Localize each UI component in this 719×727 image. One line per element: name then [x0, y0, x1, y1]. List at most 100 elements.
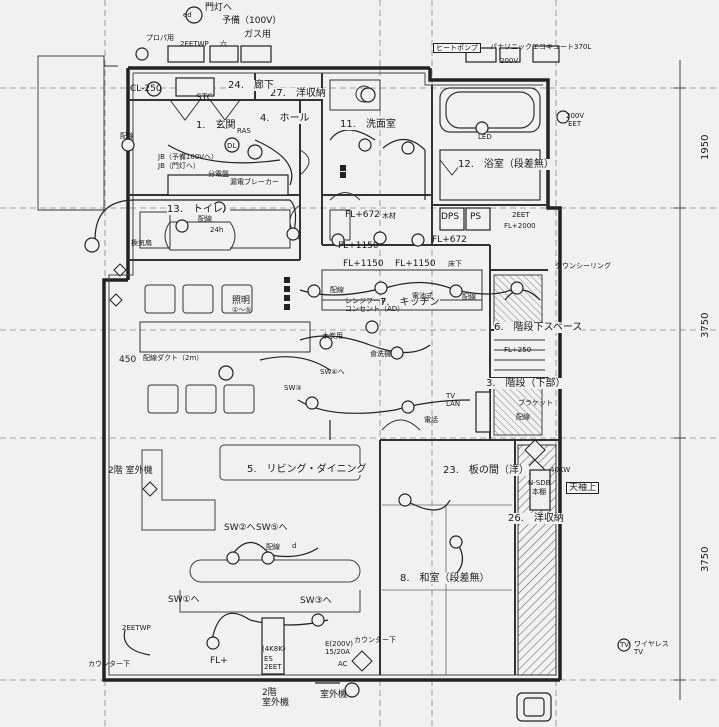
label-mokuzai: 木材 [382, 212, 396, 220]
label-d: d [292, 542, 297, 550]
label-haisen-1: 配線 [120, 132, 134, 140]
label-eet: EET [568, 120, 582, 128]
label-underfloor: 床下 [448, 260, 462, 268]
label-pendant: 配線ダクト（2m） [143, 354, 204, 362]
label-range-hood: レンジフード [345, 297, 387, 305]
label-fl-plus: FL+ [210, 656, 228, 666]
exterior-walls [102, 66, 562, 682]
dimension-line [674, 60, 686, 700]
label-fl1150-a: FL+1150 [338, 241, 379, 251]
label-living-haisen: 配線 [266, 543, 280, 551]
label-fl250: FL+250 [504, 346, 532, 354]
label-outdoor-bottom-2: 室外機 [320, 690, 348, 700]
label-tv: TV [446, 392, 456, 400]
label-fl672-b: FL+672 [432, 235, 467, 245]
label-2eet-living: 2EET [264, 663, 282, 671]
label-stc: STC [196, 93, 213, 103]
label-jb-spare: JB（予備100Vへ） [158, 153, 219, 161]
label-tel: 電話 [424, 416, 438, 424]
label-spare-100v: 予備（100V） [222, 16, 282, 26]
label-heat-pump: ヒートポンプ [433, 43, 481, 53]
label-six: 六 [220, 40, 227, 48]
label-fl2000: FL+2000 [504, 222, 536, 230]
label-ventilation: 換気扇 [131, 239, 152, 247]
label-ed: ed [183, 11, 192, 19]
room-corridor: 24. 廊下 [228, 80, 274, 91]
room-hall: 4. ホール [260, 113, 310, 124]
label-es: ES [264, 655, 273, 663]
label-ps: PS [470, 212, 482, 222]
room-living-dining: 5. リビング・ダイニング [247, 464, 367, 475]
label-24h: 24h [210, 226, 224, 234]
room-bathroom: 12. 浴室（段差無） [458, 159, 554, 170]
label-stairs-haisen: 配線 [516, 413, 530, 421]
label-sw4: SW④へ [320, 368, 345, 376]
label-bookshelf: 本棚 [532, 488, 546, 496]
label-40kw: 40KW [550, 466, 571, 474]
label-e200v: E(200V) [325, 640, 354, 648]
label-tv-icon: TV [620, 641, 630, 649]
label-outdoor-bottom: 2階 室外機 [262, 688, 290, 708]
label-ras: RAS [237, 127, 251, 135]
label-sw3: SW③ [284, 384, 302, 392]
label-counter-below: カウンター下 [88, 660, 130, 668]
label-tenjo: 天袖上 [566, 482, 600, 494]
label-kitchen-haisen2: 配線 [330, 286, 344, 294]
label-sw1: SW①へ [168, 595, 200, 605]
wiring [94, 129, 541, 656]
label-counter-below-2: カウンター下 [354, 636, 396, 644]
label-dl-1: DL [227, 142, 237, 150]
label-lighting-sub: ①〜⑤ [232, 306, 252, 314]
label-range-outlet: コンセント（AD） [345, 305, 405, 313]
label-fl1150-b: FL+1150 [343, 259, 384, 269]
dimension-3750-b: 3750 [700, 546, 711, 572]
room-kitchen: 7. キッチン [380, 297, 440, 308]
room-stairs: 3. 階段（下部） [486, 378, 566, 389]
label-outdoor-unit-2f: 2階 室外機 [108, 466, 153, 476]
label-ac: AC [338, 660, 348, 668]
label-cl-250: CL-250 [130, 84, 162, 94]
label-battery: 電池式 [412, 292, 433, 300]
label-wireless-tv: ワイヤレス TV [634, 640, 669, 656]
label-breaker-panel: 分電盤 [208, 170, 229, 178]
label-storage: 木炭用 [322, 332, 343, 340]
dimension-1950: 1950 [700, 134, 711, 160]
room-washitsu: 8. 和室（段差無） [400, 573, 490, 584]
label-2eetwp-living: 2EETWP [122, 624, 151, 632]
label-downlight: ダウンシーリング [555, 262, 611, 270]
label-toilet-haisen: 配線 [198, 215, 212, 223]
label-lan: LAN [446, 400, 461, 408]
dimension-3750-a: 3750 [700, 312, 711, 338]
room-storage-26: 26. 洋収納 [508, 513, 564, 524]
room-genkan: 1. 玄関 [196, 120, 236, 131]
label-sw2: SW②へ [224, 523, 256, 533]
label-sw3-living: SW③へ [300, 596, 332, 606]
label-kitchen-haisen: 配線 [462, 293, 476, 301]
label-nsdb: N-SDB [528, 479, 551, 487]
label-2eet: 2EET [512, 211, 530, 219]
label-ecocute: パナソニックエコキュート370L [490, 43, 592, 51]
label-dish: 食洗機 [370, 350, 391, 358]
label-gas-use: ガス用 [244, 30, 272, 40]
label-450: 450 [119, 355, 137, 365]
label-lighting: 照明 [232, 296, 251, 306]
label-led: LED [478, 133, 492, 141]
room-under-stairs: 6. 階段下スペース [494, 322, 583, 333]
label-4k8k: (4K8K) [262, 645, 286, 653]
label-200v-b: 200V [566, 112, 585, 120]
label-outlet-plug: プロパ用 [146, 34, 174, 42]
room-storage-27: 27. 洋収納 [270, 88, 326, 99]
label-sw5: SW⑤へ [256, 523, 288, 533]
label-gate-light: 門灯へ [205, 3, 233, 13]
label-15-20a: 15/20A [325, 648, 350, 656]
label-bracket: ブラケット [518, 399, 553, 407]
label-leak-breaker: 漏電ブレーカー [230, 178, 279, 186]
room-washroom: 11. 洗面室 [340, 119, 396, 130]
label-jb-gate: JB（門灯へ） [158, 162, 200, 170]
label-fl672-a: FL+672 [345, 210, 380, 220]
label-2eetwp: 2EETWP [180, 40, 209, 48]
label-fl1150-c: FL+1150 [395, 259, 436, 269]
